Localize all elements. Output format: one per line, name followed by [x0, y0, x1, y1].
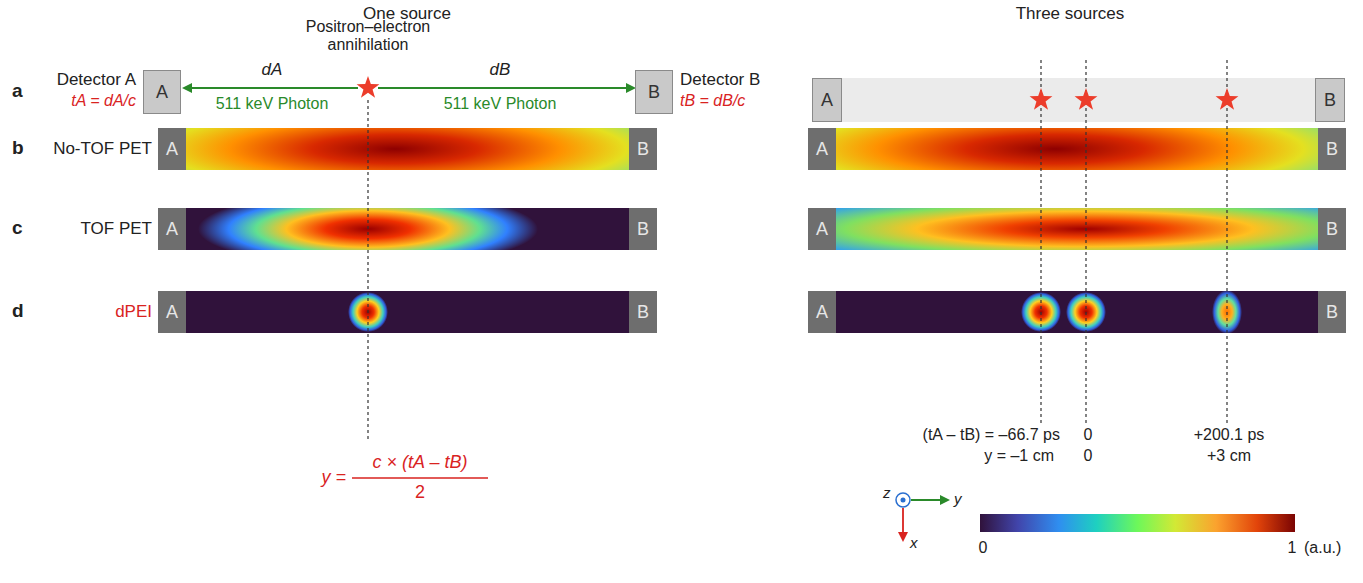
detector-label: A — [816, 139, 828, 160]
detector-box: A — [808, 208, 836, 250]
annihilation-label: Positron–electron annihilation — [283, 18, 453, 55]
row-name: TOF PET — [81, 219, 152, 239]
axis-label: x — [910, 534, 918, 551]
axis-x — [902, 508, 904, 540]
no-tof-map — [808, 128, 1346, 170]
detector-label: B — [637, 139, 649, 160]
detector-box: A — [158, 208, 186, 250]
detector-box: B — [629, 291, 657, 333]
colorbar-tick: 0 — [979, 539, 988, 557]
axis-z — [901, 498, 906, 503]
detector-label: A — [156, 82, 168, 103]
time-difference: 0 — [1084, 426, 1093, 444]
detector-box: B — [629, 128, 657, 170]
colorbar — [980, 514, 1295, 532]
position-formula: c × (tA – tB) — [373, 452, 468, 473]
tof-map — [158, 208, 657, 250]
guide-line — [1085, 60, 1086, 424]
position-formula: y = — [321, 467, 346, 488]
panel-letter: d — [12, 300, 24, 322]
detector-box: B — [1315, 78, 1345, 122]
detector-box: A — [143, 70, 181, 114]
position-value: 0 — [1084, 447, 1093, 465]
guide-line — [1040, 60, 1041, 424]
panel-title: Three sources — [1016, 4, 1125, 24]
axis-z — [896, 493, 910, 507]
distance-label: dB — [490, 60, 511, 80]
photon-arrow — [378, 87, 634, 89]
detector-box: A — [812, 78, 842, 122]
colorbar-unit: (a.u.) — [1304, 539, 1341, 557]
axis-label: y — [954, 490, 962, 507]
time-difference: +200.1 ps — [1194, 426, 1265, 444]
photon-label: 511 keV Photon — [216, 95, 329, 113]
detector-box: A — [808, 128, 836, 170]
distance-label: dA — [262, 60, 283, 80]
panel-letter: a — [12, 80, 23, 102]
detector-box: A — [158, 291, 186, 333]
fraction-line — [352, 477, 488, 479]
detector-name: Detector A — [57, 70, 136, 90]
guide-line — [1226, 60, 1227, 424]
photon-label: 511 keV Photon — [444, 95, 557, 113]
detector-label: B — [1326, 302, 1338, 323]
detector-label: B — [1326, 139, 1338, 160]
source-star — [357, 76, 380, 98]
detector-label: A — [166, 219, 178, 240]
detector-label: A — [821, 90, 833, 111]
panel-letter: c — [12, 217, 23, 239]
source-star — [1216, 88, 1239, 110]
position-formula: 2 — [415, 482, 425, 503]
detector-label: B — [637, 219, 649, 240]
tof-map — [808, 208, 1346, 250]
detector-label: A — [816, 219, 828, 240]
detector-label: B — [637, 302, 649, 323]
source-star — [1075, 88, 1098, 110]
detector-label: A — [166, 302, 178, 323]
detector-label: A — [816, 302, 828, 323]
detector-label: A — [166, 139, 178, 160]
detector-box: B — [1318, 291, 1346, 333]
time-difference: (tA – tB) = –66.7 ps — [923, 426, 1060, 444]
detector-label: B — [1324, 90, 1336, 111]
dpei-map — [808, 291, 1346, 333]
axis-y — [911, 499, 948, 501]
detector-label: B — [1326, 219, 1338, 240]
row-name: No-TOF PET — [53, 139, 152, 159]
guide-line — [367, 100, 368, 442]
position-value: y = –1 cm — [984, 447, 1054, 465]
detector-box: B — [635, 70, 673, 114]
dpei-map — [158, 291, 657, 333]
detector-box: B — [1318, 208, 1346, 250]
photon-arrow — [184, 87, 358, 89]
detector-name: Detector B — [680, 70, 760, 90]
position-value: +3 cm — [1207, 447, 1251, 465]
no-tof-map — [158, 128, 657, 170]
band — [812, 78, 1345, 122]
source-star — [1030, 88, 1053, 110]
panel-letter: b — [12, 137, 24, 159]
detector-box: A — [158, 128, 186, 170]
detector-box: B — [629, 208, 657, 250]
time-formula: tA = dA/c — [71, 92, 136, 110]
detector-box: A — [808, 291, 836, 333]
axis-label: z — [883, 484, 891, 501]
detector-box: B — [1318, 128, 1346, 170]
row-name: dPEI — [115, 302, 152, 322]
detector-label: B — [648, 82, 660, 103]
time-formula: tB = dB/c — [680, 92, 745, 110]
colorbar-tick: 1 — [1288, 539, 1297, 557]
